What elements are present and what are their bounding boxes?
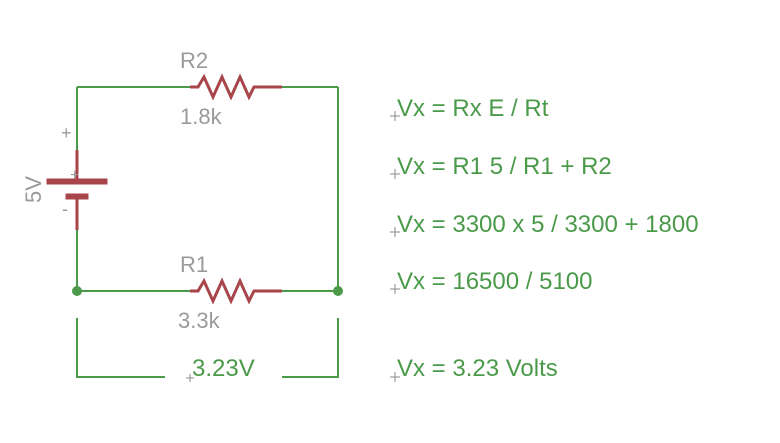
equation-1-text: Vx = Rx E / Rt [397,95,549,122]
measurement-bracket-left [76,318,165,378]
equation-4: Vx = 16500 / 5100 [390,268,593,295]
battery-voltage-label: 5V [21,176,46,203]
resistor-r1-name: R1 [180,252,208,277]
equation-5: Vx = 3.23 Volts [390,355,558,382]
resistor-r1-symbol [190,277,282,305]
equation-2-text: Vx = R1 5 / R1 + R2 [397,153,612,180]
equation-3-text: Vx = 3300 x 5 / 3300 + 1800 [397,211,699,238]
equation-4-text: Vx = 16500 / 5100 [397,268,593,295]
battery-minus-label: - [62,199,68,219]
equation-1: Vx = Rx E / Rt [390,95,549,122]
resistor-r1-value: 3.3k [178,308,221,333]
measurement-bracket-right [282,318,339,378]
battery-plus-label-top: + [61,123,72,143]
equation-5-text: Vx = 3.23 Volts [397,355,558,382]
resistor-r2-name: R2 [180,48,208,73]
equation-3: Vx = 3300 x 5 / 3300 + 1800 [390,211,699,238]
battery-plate-long [46,178,108,185]
junction-left [72,286,82,296]
battery-plus-label: + [70,167,79,184]
resistor-r2-symbol [190,73,282,101]
resistor-r2-value: 1.8k [180,104,223,129]
junction-right [333,286,343,296]
equation-2: Vx = R1 5 / R1 + R2 [390,153,612,180]
measurement-label: 3.23V [192,355,255,382]
